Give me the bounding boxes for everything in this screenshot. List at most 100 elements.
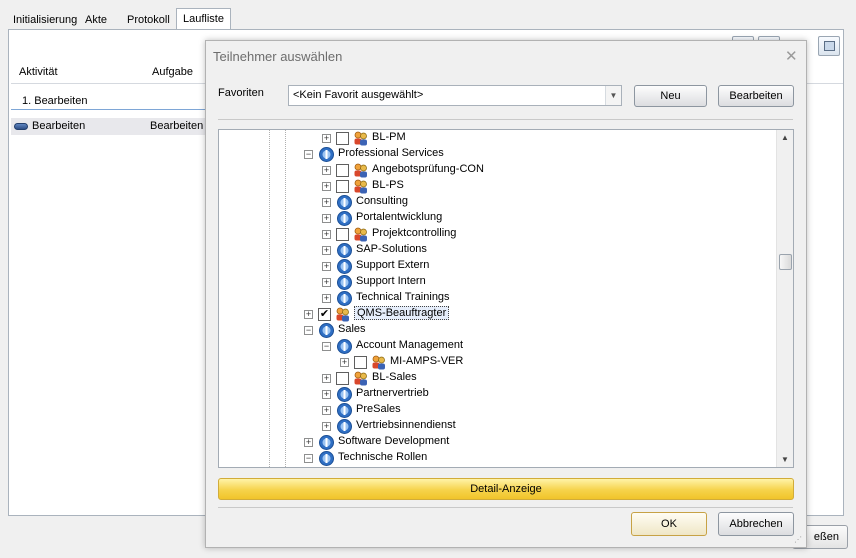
- org-unit-icon: [336, 194, 353, 211]
- tree-item-label: BL-Sales: [372, 371, 417, 383]
- org-unit-icon: [336, 290, 353, 307]
- column-header-task[interactable]: Aufgabe: [152, 66, 193, 78]
- tree-checkbox[interactable]: [336, 164, 349, 177]
- tree-item-label: Professional Services: [338, 147, 444, 159]
- tree-item-label: Projektcontrolling: [372, 227, 457, 239]
- tree-checkbox[interactable]: [336, 180, 349, 193]
- tree-item-label: Sales: [338, 323, 366, 335]
- expand-icon[interactable]: +: [322, 229, 331, 239]
- org-unit-icon: [336, 274, 353, 291]
- org-unit-icon: [336, 386, 353, 403]
- user-group-icon: [370, 354, 387, 371]
- expand-icon[interactable]: +: [322, 181, 331, 191]
- tree-item-label: Portalentwicklung: [356, 211, 443, 223]
- tree-item-label: BL-PS: [372, 179, 404, 191]
- expand-icon[interactable]: +: [322, 197, 331, 207]
- tree-checkbox[interactable]: [336, 132, 349, 145]
- tree-checkbox[interactable]: [336, 228, 349, 241]
- activity-cell: Bearbeiten: [32, 120, 86, 132]
- new-favorite-button[interactable]: Neu: [634, 85, 707, 107]
- expand-icon[interactable]: +: [322, 373, 331, 383]
- expand-icon[interactable]: +: [322, 133, 331, 143]
- participant-tree[interactable]: + BL-PM − Professional Services + Angebotsprü…: [218, 129, 794, 468]
- tree-item-label: BL-PM: [372, 131, 406, 143]
- tree-guide-line: [285, 130, 286, 467]
- participant-dialog: Teilnehmer auswählen ✕ Favoriten <Kein F…: [205, 40, 807, 548]
- tab-initialisierung[interactable]: Initialisierung: [13, 14, 78, 26]
- org-unit-icon: [336, 242, 353, 259]
- ok-button[interactable]: OK: [631, 512, 707, 536]
- tree-item-label: Partnervertrieb: [356, 387, 429, 399]
- edit-favorite-button[interactable]: Bearbeiten: [718, 85, 794, 107]
- tab-strip: Initialisierung Akte Protokoll Laufliste: [0, 6, 856, 30]
- tab-protokoll[interactable]: Protokoll: [127, 14, 170, 26]
- expand-icon[interactable]: +: [304, 437, 313, 447]
- detail-view-button[interactable]: Detail-Anzeige: [218, 478, 794, 500]
- tree-guide-line: [269, 130, 270, 467]
- org-unit-icon: [336, 258, 353, 275]
- user-group-icon: [334, 306, 351, 323]
- expand-icon[interactable]: +: [322, 245, 331, 255]
- org-unit-icon: [336, 210, 353, 227]
- tree-item-label: Technical Trainings: [356, 291, 450, 303]
- tree-checkbox[interactable]: [336, 372, 349, 385]
- expand-icon[interactable]: +: [322, 293, 331, 303]
- tree-item-label: Angebotsprüfung-CON: [372, 163, 484, 175]
- expand-icon[interactable]: +: [322, 277, 331, 287]
- favorites-value: <Kein Favorit ausgewählt>: [293, 89, 424, 101]
- scroll-thumb[interactable]: [779, 254, 792, 270]
- tree-item-label: QMS-Beauftragter: [354, 306, 450, 320]
- table-row[interactable]: Bearbeiten Bearbeiten: [11, 118, 207, 135]
- favorites-select[interactable]: <Kein Favorit ausgewählt> ▼: [288, 85, 622, 106]
- scroll-up-icon[interactable]: ▲: [781, 133, 789, 142]
- chevron-down-icon[interactable]: ▼: [605, 86, 621, 105]
- user-group-icon: [352, 178, 369, 195]
- task-cell: Bearbeiten: [150, 120, 204, 132]
- collapse-icon[interactable]: −: [304, 149, 313, 159]
- scroll-down-icon[interactable]: ▼: [781, 455, 789, 464]
- collapse-icon[interactable]: −: [304, 325, 313, 335]
- tree-item-label: Vertriebsinnendienst: [356, 419, 456, 431]
- collapse-icon[interactable]: −: [322, 341, 331, 351]
- expand-icon[interactable]: +: [322, 165, 331, 175]
- org-unit-icon: [318, 450, 335, 467]
- resize-grip-icon[interactable]: ⋰: [794, 535, 802, 544]
- expand-icon[interactable]: +: [322, 389, 331, 399]
- collapse-icon[interactable]: −: [304, 453, 313, 463]
- tree-item-label: Software Development: [338, 435, 450, 447]
- tab-laufliste[interactable]: Laufliste: [176, 8, 231, 30]
- tree-item-label: Support Intern: [356, 275, 426, 287]
- tree-item-label: Support Extern: [356, 259, 430, 271]
- expand-icon[interactable]: +: [322, 213, 331, 223]
- arrow-down-icon: [824, 41, 835, 51]
- expand-icon[interactable]: +: [304, 309, 313, 319]
- tree-scrollbar[interactable]: ▲ ▼: [776, 130, 793, 467]
- user-group-icon: [352, 162, 369, 179]
- tree-item-label: MI-AMPS-VER: [390, 355, 464, 367]
- status-pill-icon: [14, 123, 28, 130]
- org-unit-icon: [318, 434, 335, 451]
- org-unit-icon: [336, 418, 353, 435]
- cancel-button[interactable]: Abbrechen: [718, 512, 794, 536]
- expand-icon[interactable]: +: [322, 421, 331, 431]
- expand-icon[interactable]: +: [322, 405, 331, 415]
- org-unit-icon: [336, 402, 353, 419]
- expand-icon[interactable]: +: [340, 357, 349, 367]
- org-unit-icon: [336, 338, 353, 355]
- divider: [218, 507, 793, 508]
- expand-icon[interactable]: +: [322, 261, 331, 271]
- toolbar-button[interactable]: [818, 36, 840, 56]
- tree-checkbox[interactable]: [354, 356, 367, 369]
- dialog-title: Teilnehmer auswählen: [213, 49, 343, 64]
- user-group-icon: [352, 130, 369, 147]
- tab-akte[interactable]: Akte: [85, 14, 108, 26]
- org-unit-icon: [318, 322, 335, 339]
- org-unit-icon: [318, 146, 335, 163]
- tree-item-label: PreSales: [356, 403, 401, 415]
- group-row[interactable]: 1. Bearbeiten: [11, 90, 207, 110]
- tree-checkbox[interactable]: ✔: [318, 308, 331, 321]
- tree-item-label: Technische Rollen: [338, 451, 428, 463]
- column-header-activity[interactable]: Aktivität: [19, 66, 58, 78]
- close-icon[interactable]: ✕: [785, 48, 798, 65]
- user-group-icon: [352, 370, 369, 387]
